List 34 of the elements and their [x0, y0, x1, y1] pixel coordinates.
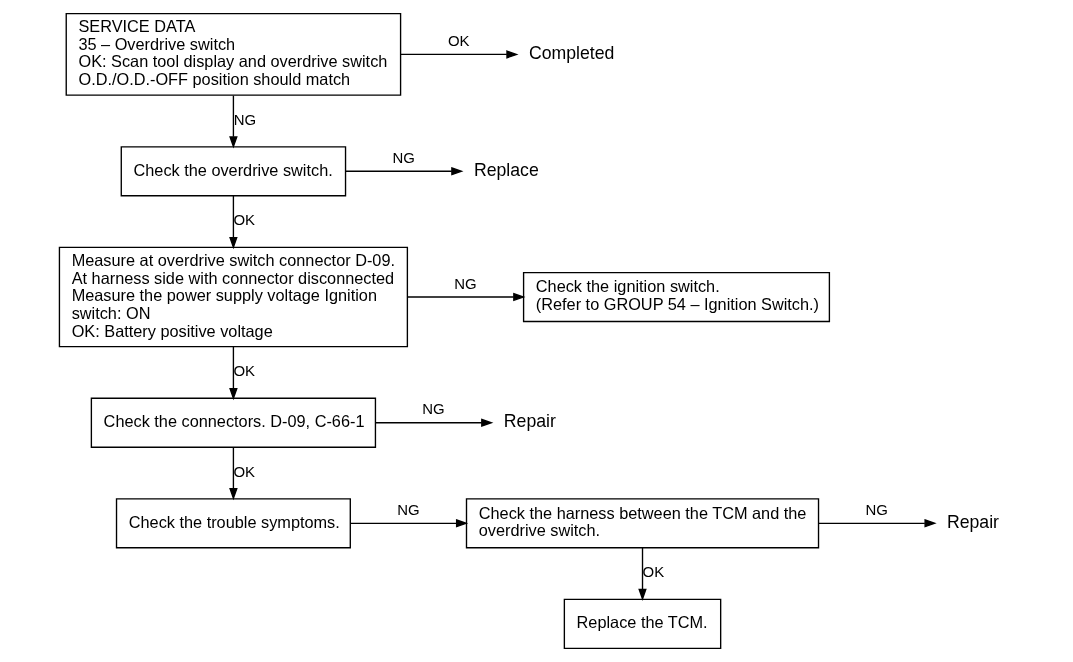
arrow: [229, 446, 238, 501]
edge-label: OK: [233, 462, 256, 480]
arrow: [229, 345, 238, 401]
arrow: [229, 95, 238, 149]
node-box: SERVICE DATA 35 – Overdrive switch OK: Scan tool display and overdrive switch O.D./O.D.-OFF position should match: [65, 12, 402, 96]
arrow: [349, 519, 469, 528]
edge-label: NG: [233, 110, 257, 128]
edge-label: NG: [392, 148, 415, 166]
arrow: [345, 167, 464, 176]
arrow: [375, 418, 494, 428]
arrow: [407, 292, 526, 302]
edge-label: NG: [422, 400, 445, 418]
edge-label: OK: [447, 31, 470, 49]
node-box: Check the ignition switch. (Refer to GROUP 54 – Ignition Switch.): [522, 271, 831, 323]
node-box: Check the overdrive switch.: [120, 146, 347, 197]
arrow: [817, 519, 937, 528]
node-box: Replace the TCM.: [563, 598, 722, 650]
node-text: Repair: [503, 411, 556, 432]
node-box: Check the connectors. D-09, C-66-1: [90, 397, 377, 448]
edge-label: OK: [642, 563, 665, 581]
node-text: Replace: [473, 159, 539, 180]
edge-label: NG: [397, 500, 420, 518]
node-box: Check the harness between the TCM and the overdrive switch.: [465, 498, 820, 549]
node-box: Check the trouble symptoms.: [115, 498, 351, 549]
node-text: Repair: [946, 511, 999, 532]
edge-label: NG: [865, 500, 888, 518]
arrow: [400, 50, 519, 59]
node-box: Measure at overdrive switch connector D-09. At harness side with connector disconnected Measure the power supply voltage Ignition switch: ON OK: Battery positive voltage: [58, 246, 409, 348]
arrow: [638, 547, 647, 601]
edge-label: OK: [233, 362, 256, 380]
edge-label: NG: [454, 274, 477, 292]
arrow: [229, 195, 238, 250]
node-text: Completed: [529, 43, 615, 64]
edge-label: OK: [233, 211, 256, 229]
